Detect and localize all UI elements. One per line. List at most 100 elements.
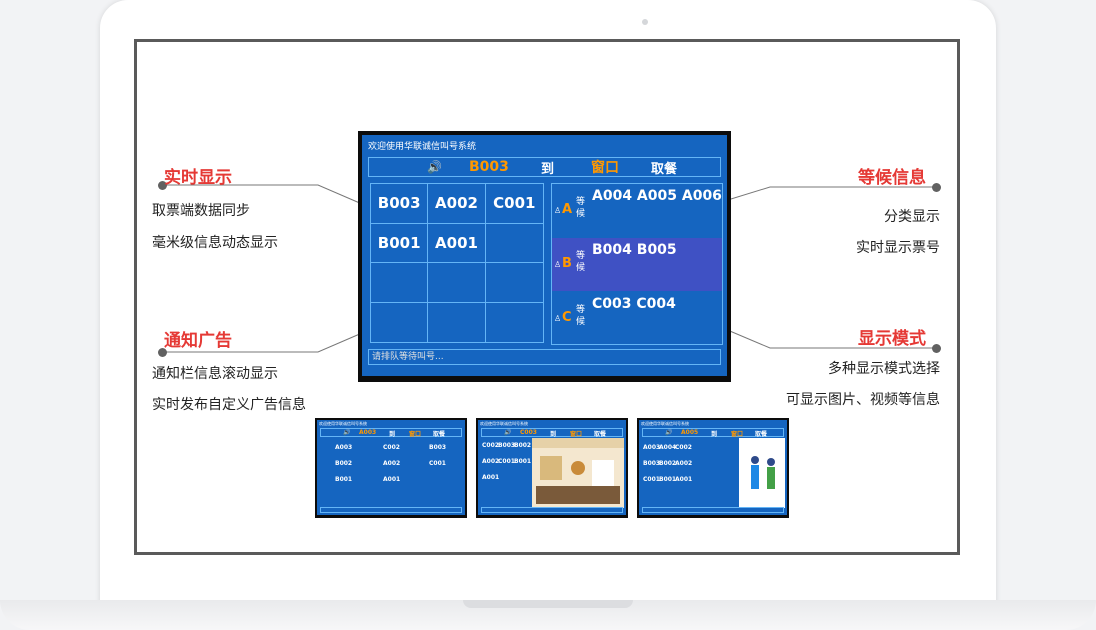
call-bar: 🔊 B003 到 窗口 取餐 (368, 157, 721, 177)
grid-cell: B003 (371, 184, 429, 224)
speaker-icon: 🔊 (427, 160, 442, 174)
queue-numbers: B004 B005 (592, 242, 677, 258)
grid-cell: A001 (428, 223, 486, 263)
thumbnail-cell: A004 (659, 444, 677, 451)
thumbnail-pickup: 取餐 (433, 431, 446, 438)
thumbnail-footer (481, 507, 623, 513)
grid-cell (485, 263, 543, 303)
grid-cell (371, 302, 429, 342)
thumbnail-cell: A003 (335, 444, 353, 451)
waiting-queue-panel: ♙ A 等候 A004 A005 A006 ♙ B 等候 B004 B005 ♙… (551, 183, 723, 345)
thumbnail-cell: C002 (383, 444, 400, 451)
thumbnail-number: A005 (681, 429, 699, 436)
thumbnail-pickup: 取餐 (594, 431, 607, 438)
thumbnail-title: 欢迎使用华联诚信叫号系统 (319, 421, 367, 426)
display-mode-thumbnail[interactable]: 欢迎使用华联诚信叫号系统 🔊 A003 到 窗口 取餐 A003 C002 B0… (315, 418, 467, 518)
annotation-dot-mode (932, 344, 941, 353)
queue-wait-label: 等候 (576, 251, 586, 273)
queue-numbers: A004 A005 A006 (592, 188, 722, 204)
thumbnail-cell: A001 (675, 476, 693, 483)
grid-cell (371, 263, 429, 303)
annotation-line: 分类显示 (884, 209, 940, 225)
speaker-icon: 🔊 (343, 429, 351, 436)
queue-wait-label: 等候 (576, 197, 586, 219)
annotation-line: 实时发布自定义广告信息 (152, 397, 306, 413)
annotation-line: 毫米级信息动态显示 (152, 235, 278, 251)
queue-wait-label: 等候 (576, 305, 586, 327)
display-mode-thumbnail[interactable]: 欢迎使用华联诚信叫号系统 🔊 C003 到 窗口 取餐 C002 B003 B0… (476, 418, 628, 518)
thumbnail-window: 窗口 (570, 431, 583, 438)
thumbnail-cell: A001 (383, 476, 401, 483)
queue-row-c: ♙ C 等候 C003 C004 (552, 292, 722, 345)
thumbnail-ad-image (532, 438, 624, 508)
speaker-icon: 🔊 (504, 429, 512, 436)
thumbnail-number: C003 (520, 429, 537, 436)
laptop-notch (463, 600, 633, 608)
person-icon: ♙ (554, 260, 562, 269)
annotation-dot-waiting (932, 183, 941, 192)
grid-cell (428, 302, 486, 342)
thumbnail-cell: B001 (335, 476, 353, 483)
display-mode-thumbnail[interactable]: 欢迎使用华联诚信叫号系统 🔊 A005 到 窗口 取餐 A003 A004 C0… (637, 418, 789, 518)
thumbnail-cell: B002 (335, 460, 353, 467)
thumbnail-cell: C002 (675, 444, 692, 451)
thumbnail-cell: C002 (482, 442, 499, 449)
display-title: 欢迎使用华联诚信叫号系统 (368, 142, 477, 152)
thumbnail-cell: A002 (675, 460, 693, 467)
arrive-label: 到 (541, 161, 555, 177)
display-panel: 欢迎使用华联诚信叫号系统 🔊 B003 到 窗口 取餐 B003 A002 C0… (362, 135, 727, 376)
queue-display: 欢迎使用华联诚信叫号系统 🔊 B003 到 窗口 取餐 B003 A002 C0… (358, 131, 731, 382)
thumbnail-cell: B002 (514, 442, 532, 449)
thumbnail-panel: 欢迎使用华联诚信叫号系统 🔊 A005 到 窗口 取餐 A003 A004 C0… (639, 420, 787, 515)
annotation-dot-notice (158, 348, 167, 357)
annotation-line: 实时显示票号 (856, 240, 940, 256)
thumbnail-panel: 欢迎使用华联诚信叫号系统 🔊 A003 到 窗口 取餐 A003 C002 B0… (317, 420, 465, 515)
thumbnail-cell: B003 (498, 442, 516, 449)
thumbnail-cell: C001 (429, 460, 446, 467)
thumbnail-panel: 欢迎使用华联诚信叫号系统 🔊 C003 到 窗口 取餐 C002 B003 B0… (478, 420, 626, 515)
grid-cell: A002 (428, 184, 486, 224)
thumbnail-window: 窗口 (409, 431, 422, 438)
annotation-line: 通知栏信息滚动显示 (152, 366, 278, 382)
annotation-line: 取票端数据同步 (152, 203, 250, 219)
thumbnail-cell: B001 (659, 476, 677, 483)
notice-ticker: 请排队等待叫号... (368, 349, 721, 365)
thumbnail-call-bar: 🔊 A003 到 窗口 取餐 (320, 428, 462, 438)
queue-letter: B (562, 256, 572, 271)
thumbnail-cell: A001 (482, 474, 500, 481)
queue-letter: A (562, 202, 573, 217)
thumbnail-call-bar: 🔊 C003 到 窗口 取餐 (481, 428, 623, 438)
annotation-title-realtime: 实时显示 (164, 168, 232, 188)
thumbnail-cell: C001 (643, 476, 660, 483)
thumbnail-cell: B003 (643, 460, 661, 467)
grid-cell (485, 224, 543, 263)
pickup-label: 取餐 (651, 161, 678, 177)
thumbnail-arrive: 到 (550, 431, 557, 438)
grid-cell: B001 (371, 223, 429, 263)
thumbnail-cell: B001 (514, 458, 532, 465)
thumbnail-ad-image (739, 438, 785, 508)
queue-row-a: ♙ A 等候 A004 A005 A006 (552, 184, 722, 237)
thumbnail-title: 欢迎使用华联诚信叫号系统 (641, 421, 689, 426)
annotation-title-notice: 通知广告 (164, 331, 232, 351)
grid-cell (428, 263, 486, 303)
grid-cell (486, 303, 543, 343)
thumbnail-arrive: 到 (711, 431, 718, 438)
thumbnail-arrive: 到 (389, 431, 396, 438)
annotation-line: 多种显示模式选择 (828, 361, 940, 377)
current-number: B003 (469, 159, 509, 175)
thumbnail-cell: A003 (643, 444, 661, 451)
window-label: 窗口 (591, 160, 619, 176)
thumbnail-cell: B002 (659, 460, 677, 467)
annotation-title-waiting: 等候信息 (858, 168, 926, 188)
thumbnail-pickup: 取餐 (755, 431, 768, 438)
thumbnail-cell: B003 (429, 444, 447, 451)
annotation-dot-realtime (158, 181, 167, 190)
thumbnail-call-bar: 🔊 A005 到 窗口 取餐 (642, 428, 784, 438)
person-icon: ♙ (554, 314, 562, 323)
thumbnail-cell: A002 (383, 460, 401, 467)
thumbnail-footer (320, 507, 462, 513)
thumbnail-cell: A002 (482, 458, 500, 465)
thumbnail-cell: C001 (498, 458, 515, 465)
